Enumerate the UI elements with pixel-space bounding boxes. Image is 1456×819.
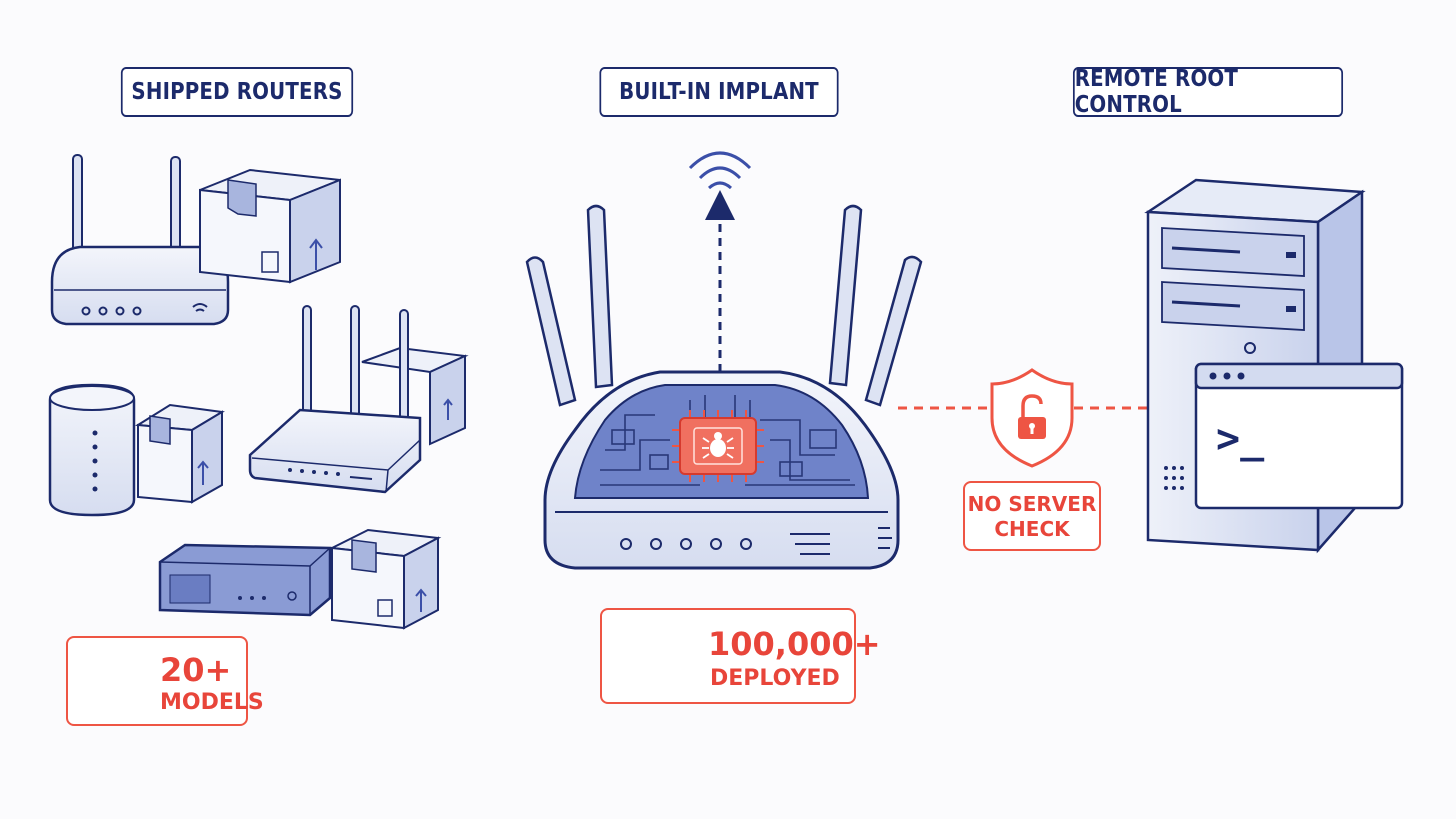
deployed-count: 100,000+ — [708, 625, 881, 663]
models-count: 20+ — [160, 651, 232, 689]
router-icon — [158, 543, 332, 617]
no-server-check-badge: NO SERVER CHECK — [963, 481, 1101, 551]
router-icon — [50, 154, 230, 326]
models-stat-card: 20+ MODELS — [66, 636, 264, 726]
router-icon — [48, 383, 136, 517]
no-server-check-line1: NO SERVER — [967, 492, 1097, 516]
section-label-shipped-routers: SHIPPED ROUTERS — [120, 67, 354, 117]
router-icon — [248, 305, 422, 494]
no-server-check-line2: CHECK — [994, 517, 1070, 541]
section-label-remote-root-control: REMOTE ROOT CONTROL — [1072, 66, 1344, 118]
unlocked-shield-icon — [990, 368, 1074, 468]
terminal-window-icon — [1194, 362, 1404, 510]
shipping-box-icon — [199, 168, 341, 284]
shipping-box-icon — [134, 403, 225, 504]
shipping-box-icon — [361, 346, 469, 446]
wifi-signal-icon — [688, 151, 752, 190]
deployed-label: DEPLOYED — [710, 666, 840, 691]
models-label: MODELS — [160, 690, 264, 715]
section-label-built-in-implant: BUILT-IN IMPLANT — [599, 67, 839, 117]
terminal-prompt: >_ — [1216, 416, 1265, 462]
bug-chip-icon — [672, 410, 764, 482]
router-icon — [525, 204, 923, 570]
deployed-stat-card: 100,000+ DEPLOYED — [600, 608, 881, 704]
shipping-box-icon — [328, 528, 442, 630]
